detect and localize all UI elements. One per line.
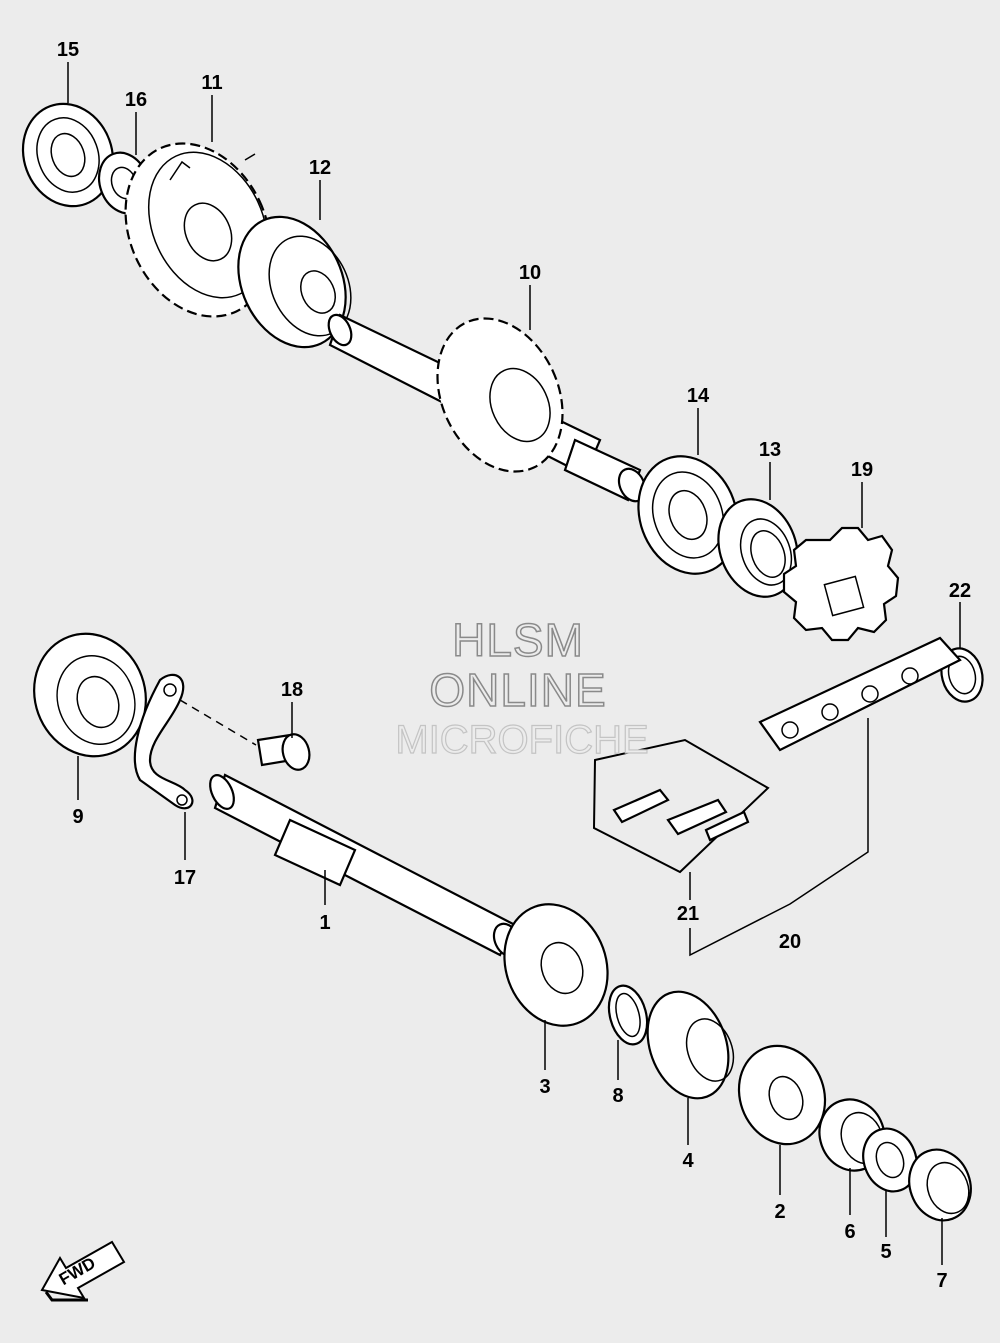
needle-bearing-7-part[interactable] [899,1141,980,1229]
watermark-line-3: MICROFICHE [395,718,648,762]
callout-labels: 15 16 11 12 10 14 13 19 22 18 9 17 1 21 … [57,39,971,1292]
bearing-15-part[interactable] [9,91,127,219]
callout-18: 18 [281,679,303,701]
gear-2-part[interactable] [725,1034,838,1157]
fwd-arrow-icon [40,1240,126,1300]
drive-chain-20-part[interactable] [758,636,962,752]
watermark-line-2: ONLINE [429,664,606,716]
leader-lines [67,62,961,1265]
callout-17: 17 [174,867,196,889]
callout-2: 2 [774,1201,785,1223]
callout-12: 12 [309,157,331,179]
callout-4: 4 [682,1150,694,1172]
callout-1: 1 [319,912,330,934]
callout-15: 15 [57,39,79,61]
seal-13-part[interactable] [705,488,811,608]
callout-6: 6 [844,1221,855,1243]
retainer-plate-17-part[interactable] [133,673,194,810]
watermark: HLSM ONLINE MICROFICHE [395,613,650,762]
fwd-badge: FWD [40,1240,126,1302]
callout-19: 19 [851,459,873,481]
watermark-line-1: HLSM [452,614,584,666]
screw-18-part[interactable] [256,731,313,773]
gear-11-part[interactable] [98,120,297,341]
washer-5-part[interactable] [855,1121,926,1199]
sprocket-19-part[interactable] [782,526,900,642]
callout-3: 3 [539,1076,550,1098]
callout-14: 14 [687,385,710,407]
callout-5: 5 [880,1241,891,1263]
hub-4-part[interactable] [633,980,742,1109]
input-shaft-1-part[interactable] [205,771,525,960]
gear-3-part[interactable] [488,890,624,1041]
callout-9: 9 [72,806,83,828]
callout-7: 7 [936,1270,947,1292]
bearing-14-part[interactable] [622,442,753,588]
callout-11: 11 [201,72,222,94]
countershaft-10-part[interactable] [324,298,650,505]
callout-16: 16 [125,89,147,111]
callout-21: 21 [677,903,699,925]
callout-10: 10 [519,262,541,284]
callout-22: 22 [949,580,971,602]
bearing-9-part[interactable] [17,618,163,772]
callout-13: 13 [759,439,781,461]
circlip-8-part[interactable] [603,981,653,1048]
chain-joint-21-part[interactable] [592,738,770,874]
callout-8: 8 [612,1085,623,1107]
callout-20: 20 [779,931,801,953]
gear-12-part[interactable] [218,199,366,365]
